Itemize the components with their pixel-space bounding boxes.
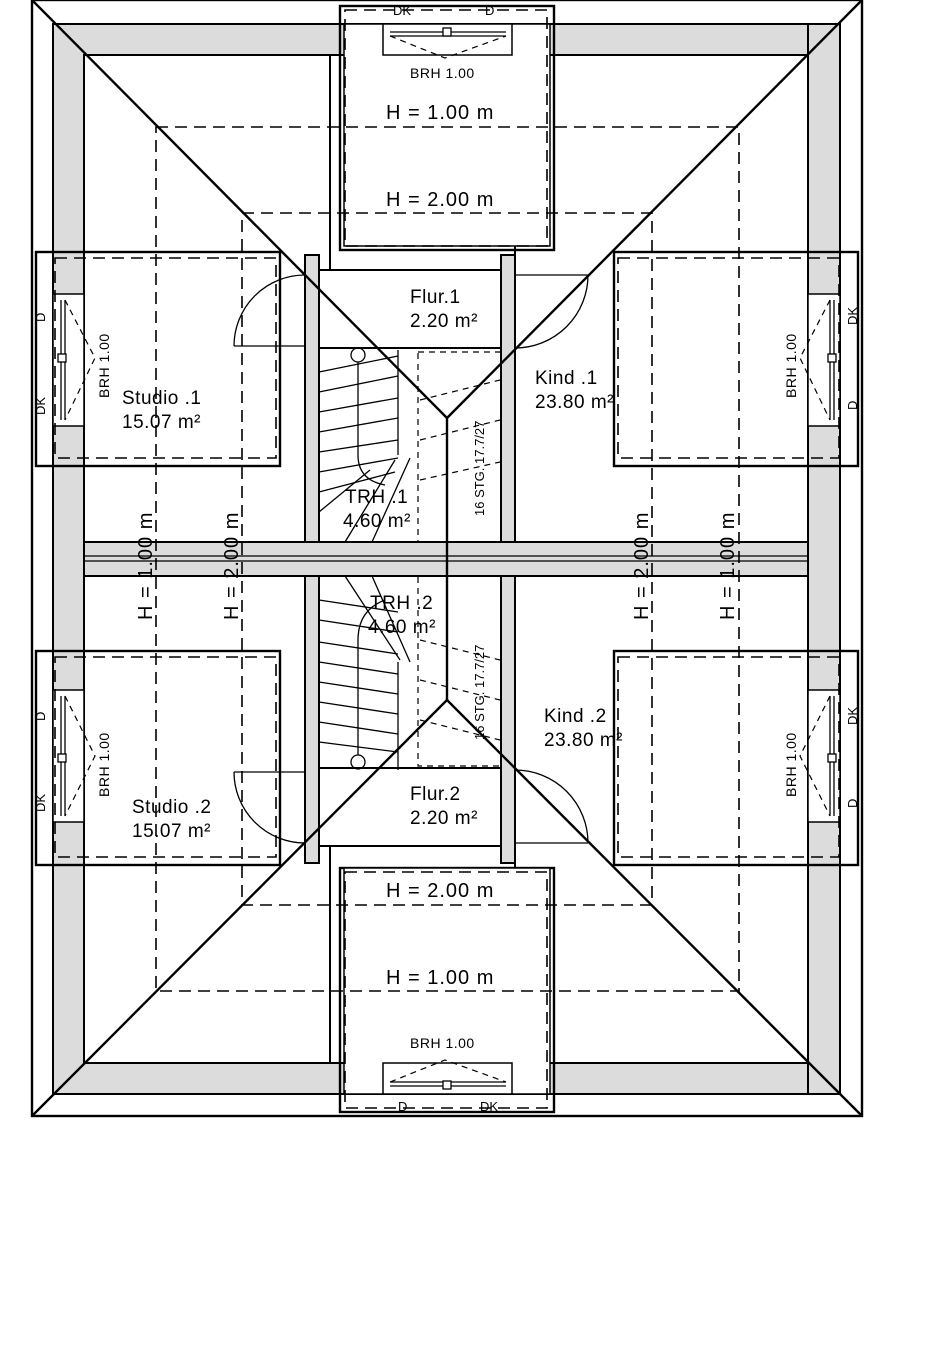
window-label-right1-brh: BRH 1.00 xyxy=(783,333,799,398)
window-label-left1-dk: DK xyxy=(33,397,48,415)
stairs-dashed xyxy=(417,351,502,767)
window-label-right2-dk: DK xyxy=(845,707,860,725)
dormer-right-top xyxy=(612,250,860,468)
height-label-right-200: H = 2.00 m xyxy=(631,512,653,620)
spine-wall-top-r xyxy=(500,254,516,543)
room-name-kind1: Kind .1 xyxy=(535,368,598,389)
height-label-right-100: H = 1.00 m xyxy=(717,512,739,620)
spine-wall-top xyxy=(304,254,320,543)
spine-wall-bottom-r xyxy=(500,575,516,864)
dormer-right-bottom xyxy=(612,649,860,867)
roof-hip-lines xyxy=(31,0,863,1117)
exterior-wall-right xyxy=(807,23,841,1095)
spine-wall-bottom xyxy=(304,575,320,864)
window-label-left1-d: D xyxy=(33,313,48,322)
room-name-studio2: Studio .2 xyxy=(132,797,212,818)
room-area-studio2: 15.07 m² xyxy=(132,821,211,842)
room-kind1-area xyxy=(514,54,809,543)
height-label-top-200: H = 2.00 m xyxy=(386,189,494,211)
room-flur2-area xyxy=(318,767,502,847)
stairs-trh2 xyxy=(318,575,411,770)
window-label-left2-dk: DK xyxy=(33,794,48,812)
dormer-top-inner xyxy=(343,23,551,247)
room-name-flur2: Flur.2 xyxy=(410,784,461,805)
window-label-bottom-dk: DK xyxy=(480,1099,498,1114)
window-label-top-d: D xyxy=(485,3,494,18)
window-label-left2-d: D xyxy=(33,712,48,721)
window-label-top-brh: BRH 1.00 xyxy=(410,65,475,81)
window-swing-dashes xyxy=(64,35,831,1083)
roof-outline xyxy=(30,0,864,1118)
window-label-right1-dk: DK xyxy=(845,307,860,325)
room-area-kind1: 23.80 m² xyxy=(535,392,614,413)
room-area-flur2: 2.20 m² xyxy=(410,808,478,829)
height-label-left-100: H = 1.00 m xyxy=(135,512,157,620)
window-label-right2-d: D xyxy=(845,799,860,808)
window-label-left2-brh: BRH 1.00 xyxy=(96,732,112,797)
dormer-dashed xyxy=(54,9,840,1109)
window-label-bottom-d: D xyxy=(398,1099,407,1114)
room-area-trh1: 4.60 m² xyxy=(343,511,411,532)
window-label-left1-brh: BRH 1.00 xyxy=(96,333,112,398)
room-area-trh2: 4.60 m² xyxy=(368,617,436,638)
room-area-flur1: 2.20 m² xyxy=(410,311,478,332)
dormer-top xyxy=(338,4,556,252)
height-label-left-200: H = 2.00 m xyxy=(221,512,243,620)
room-studio2-area xyxy=(83,575,331,1064)
room-name-kind2: Kind .2 xyxy=(544,706,607,727)
window-label-right1-d: D xyxy=(845,401,860,410)
room-name-flur1: Flur.1 xyxy=(410,287,461,308)
stair-label-trh2: 16 STG. 17.7/27 xyxy=(472,645,487,740)
stair-label-trh1: 16 STG. 17.7/27 xyxy=(472,421,487,516)
room-area-studio1: 15.07 m² xyxy=(122,412,201,433)
room-name-trh2: TRH .2 xyxy=(370,593,433,614)
window-sashes xyxy=(57,27,837,1090)
room-area-kind2: 23.80 m² xyxy=(544,730,623,751)
window-label-top-dk: DK xyxy=(393,3,411,18)
window-label-right2-brh: BRH 1.00 xyxy=(783,732,799,797)
room-name-trh1: TRH .1 xyxy=(345,487,408,508)
height-contours xyxy=(155,126,740,992)
room-name-studio1: Studio .1 xyxy=(122,388,202,409)
stairs-trh1 xyxy=(318,347,411,543)
door-swings xyxy=(233,274,589,844)
window-label-bottom-brh: BRH 1.00 xyxy=(410,1035,475,1051)
dormer-left-bottom xyxy=(34,649,282,867)
height-label-bottom-200: H = 2.00 m xyxy=(386,880,494,902)
room-studio1-area xyxy=(83,54,331,543)
room-flur1-area xyxy=(318,269,502,349)
dormer-left-top xyxy=(34,250,282,468)
height-label-top-100: H = 1.00 m xyxy=(386,102,494,124)
height-label-bottom-100: H = 1.00 m xyxy=(386,967,494,989)
room-kind2-area xyxy=(514,575,809,1064)
